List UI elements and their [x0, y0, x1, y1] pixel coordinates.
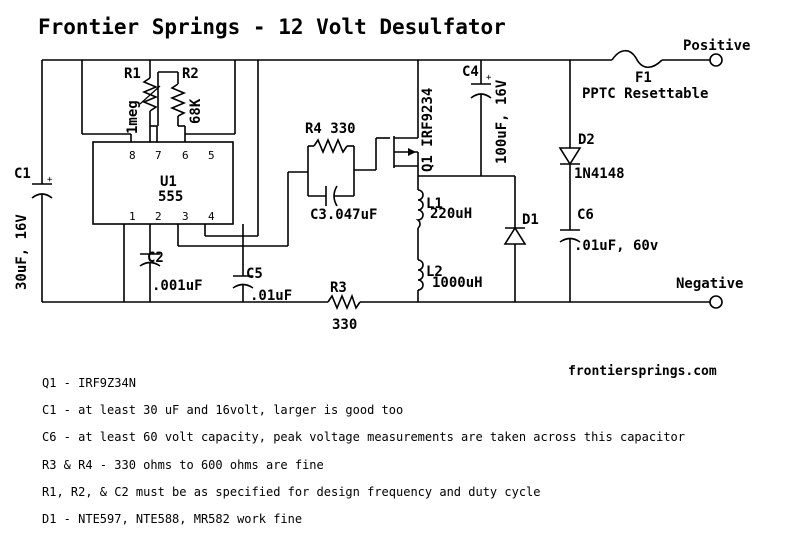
note-item: Q1 - IRF9Z34N [42, 376, 136, 390]
c3-label: C3.047uF [310, 207, 377, 223]
capacitor-c2 [139, 253, 161, 302]
d2-part: 1N4148 [574, 166, 625, 182]
ic-pin-4: 4 [208, 210, 215, 223]
r3-value: 330 [332, 317, 357, 333]
notes-list: Q1 - IRF9Z34N C1 - at least 30 uF and 16… [42, 376, 685, 526]
ic-ground-wiring [123, 224, 151, 302]
ic-pin-1: 1 [129, 210, 136, 223]
note-item: R1, R2, & C2 must be as specified for de… [42, 485, 541, 499]
svg-text:+: + [47, 175, 53, 185]
note-item: R3 & R4 - 330 ohms to 600 ohms are fine [42, 458, 324, 472]
l1-value: 220uH [430, 206, 472, 222]
c5-ref: C5 [246, 266, 263, 282]
capacitor-c1: + [31, 60, 53, 302]
ic-ref: U1 [160, 174, 177, 190]
c4-value: 100uF, 16V [494, 79, 510, 164]
c1-ref: C1 [14, 166, 31, 182]
ic-pin-8: 8 [129, 149, 136, 162]
resistor-r3 [327, 293, 361, 311]
c4-ref: C4 [462, 64, 479, 80]
capacitor-c6 [559, 229, 581, 302]
positive-rail [42, 49, 710, 69]
r4-label: R4 330 [305, 121, 356, 137]
mosfet-q1 [375, 60, 419, 190]
timing-wiring [149, 60, 236, 142]
ic-pin-6: 6 [182, 149, 189, 162]
ic-pin-5: 5 [208, 149, 215, 162]
q1-label: Q1 IRF9234 [420, 88, 436, 172]
note-item: D1 - NTE597, NTE588, MR582 work fine [42, 512, 302, 526]
r1-ref: R1 [124, 66, 141, 82]
l2-ref: L2 [426, 264, 443, 280]
ic-part: 555 [158, 189, 183, 205]
r2-ref: R2 [182, 66, 199, 82]
c2-ref: C2 [147, 250, 164, 266]
diagram-title: Frontier Springs - 12 Volt Desulfator [38, 15, 506, 39]
positive-label: Positive [683, 38, 750, 54]
resistor-r1 [139, 60, 161, 126]
ic-pin-7: 7 [155, 149, 162, 162]
c5-value: .01uF [250, 288, 292, 304]
resistor-r4 [307, 137, 376, 196]
r2-value: 68K [188, 98, 204, 124]
d2-ref: D2 [578, 132, 595, 148]
note-item: C6 - at least 60 volt capacity, peak vol… [42, 430, 685, 444]
diode-d2 [558, 60, 582, 230]
fuse-desc: PPTC Resettable [582, 86, 708, 102]
svg-text:+: + [486, 73, 492, 83]
capacitor-c5 [232, 224, 254, 302]
r3-ref: R3 [330, 280, 347, 296]
l2-value: 1000uH [432, 275, 483, 291]
note-item: C1 - at least 30 uF and 16volt, larger i… [42, 403, 403, 417]
ic-555-body [92, 141, 234, 225]
c1-value: 30uF, 16V [14, 214, 30, 290]
capacitor-c4: + [418, 60, 515, 177]
ic-power-wiring [81, 60, 259, 237]
inductor-l2 [417, 246, 424, 302]
diode-d1 [503, 176, 527, 302]
resistor-r2 [157, 71, 187, 126]
l1-ref: L1 [426, 196, 443, 212]
r1-value: 1meg [125, 100, 141, 134]
ic-pin-3: 3 [182, 210, 189, 223]
capacitor-c3 [308, 185, 354, 207]
website-url: frontiersprings.com [568, 364, 717, 379]
negative-label: Negative [676, 276, 743, 292]
c6-value: .01uF, 60v [574, 238, 658, 254]
fuse-ref: F1 [635, 70, 652, 86]
c6-ref: C6 [577, 207, 594, 223]
d1-ref: D1 [522, 212, 539, 228]
c2-value: .001uF [152, 278, 203, 294]
positive-terminal [709, 53, 723, 67]
ic-pin-2: 2 [155, 210, 162, 223]
negative-terminal [709, 295, 723, 309]
inductor-l1 [415, 189, 424, 246]
ic-output-wiring [177, 171, 308, 247]
